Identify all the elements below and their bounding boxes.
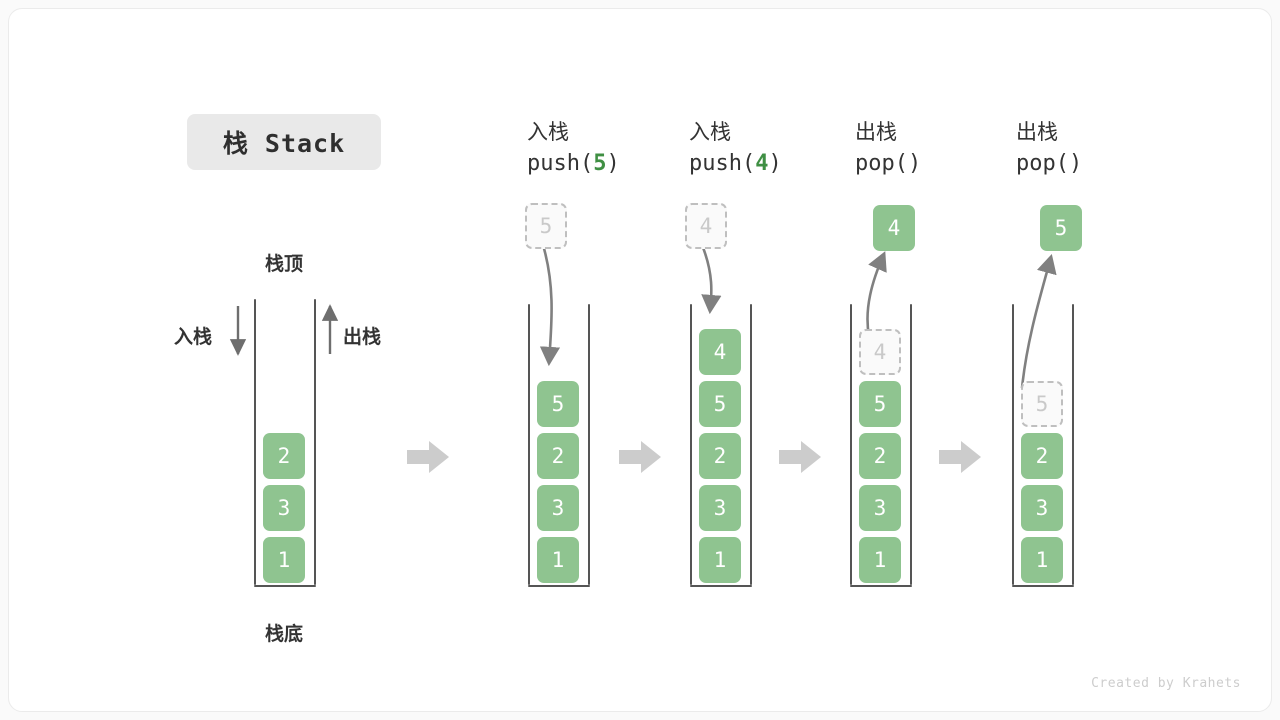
- code-suffix: ): [606, 151, 620, 176]
- pop-label: 出栈: [343, 326, 382, 348]
- stack-cell: 1: [537, 537, 579, 583]
- step-arrow-1: [407, 441, 449, 473]
- outgoing-element: 5: [1040, 205, 1082, 251]
- page-title: 栈 Stack: [222, 129, 346, 158]
- operation-label-pop-1: 出栈: [855, 120, 897, 144]
- step-arrow-3: [779, 441, 821, 473]
- stack-cell: 1: [1021, 537, 1063, 583]
- incoming-element-ghost: 4: [685, 203, 727, 249]
- operation-code-push-5: push(5): [527, 151, 620, 176]
- stack-top-label: 栈顶: [265, 253, 304, 275]
- incoming-element-ghost: 5: [525, 203, 567, 249]
- stack-cell: 2: [859, 433, 901, 479]
- step-arrow-4: [939, 441, 981, 473]
- stack-wall-right: [910, 304, 912, 585]
- push-5-flow-arrow: [539, 244, 561, 367]
- stack-cell: 2: [699, 433, 741, 479]
- outgoing-element: 4: [873, 205, 915, 251]
- stack-wall-right: [314, 299, 316, 585]
- stack-container-pop-1: [850, 304, 912, 589]
- stack-cell: 1: [699, 537, 741, 583]
- stack-floor: [850, 585, 912, 587]
- pop-5-flow-arrow: [1020, 253, 1057, 389]
- pop-4-flow-arrow: [866, 251, 887, 337]
- stack-wall-left: [1012, 304, 1014, 585]
- stack-bottom-label: 栈底: [265, 623, 304, 645]
- stack-cell: 3: [699, 485, 741, 531]
- popped-slot-ghost: 5: [1021, 381, 1063, 427]
- step-arrow-2: [619, 441, 661, 473]
- operation-label-push-5: 入栈: [527, 120, 569, 144]
- operation-code-pop-2: pop(): [1016, 151, 1083, 176]
- code-prefix: push(: [689, 151, 756, 176]
- stack-wall-left: [690, 304, 692, 585]
- stack-cell: 2: [1021, 433, 1063, 479]
- operation-code-push-4: push(4): [689, 151, 782, 176]
- push-4-flow-arrow: [700, 244, 722, 315]
- stack-wall-right: [1072, 304, 1074, 585]
- stack-container-push-4: [690, 304, 752, 589]
- popped-slot-ghost: 4: [859, 329, 901, 375]
- stack-wall-left: [254, 299, 256, 585]
- stack-cell: 4: [699, 329, 741, 375]
- operation-code-pop-1: pop(): [855, 151, 922, 176]
- arrows-layer: [229, 244, 1057, 473]
- stack-cell: 3: [537, 485, 579, 531]
- stack-cell: 1: [263, 537, 305, 583]
- operation-label-push-4: 入栈: [689, 120, 731, 144]
- stack-cell: 2: [263, 433, 305, 479]
- code-prefix: push(: [527, 151, 594, 176]
- stack-container-push-5: [528, 304, 590, 589]
- stack-cell: 3: [1021, 485, 1063, 531]
- stack-floor: [528, 585, 590, 587]
- stack-cell: 5: [859, 381, 901, 427]
- diagram-canvas: 栈 Stack: [8, 8, 1272, 712]
- stack-container-initial: [254, 299, 316, 589]
- stack-floor: [1012, 585, 1074, 587]
- stack-cell: 5: [537, 381, 579, 427]
- stack-cell: 3: [263, 485, 305, 531]
- stack-cell: 5: [699, 381, 741, 427]
- credit-text: Created by Krahets: [1091, 676, 1241, 691]
- stack-cell: 3: [859, 485, 901, 531]
- stack-floor: [690, 585, 752, 587]
- stack-wall-right: [750, 304, 752, 585]
- stack-cell: 1: [859, 537, 901, 583]
- stack-cell: 2: [537, 433, 579, 479]
- operation-label-pop-2: 出栈: [1016, 120, 1058, 144]
- stack-container-pop-2: [1012, 304, 1074, 589]
- stack-wall-left: [528, 304, 530, 585]
- code-argument: 5: [593, 151, 607, 176]
- diagram-title-badge: 栈 Stack: [187, 114, 381, 170]
- stack-floor: [254, 585, 316, 587]
- stack-wall-left: [850, 304, 852, 585]
- stack-wall-right: [588, 304, 590, 585]
- code-argument: 4: [755, 151, 769, 176]
- push-label: 入栈: [174, 326, 213, 348]
- code-suffix: ): [768, 151, 782, 176]
